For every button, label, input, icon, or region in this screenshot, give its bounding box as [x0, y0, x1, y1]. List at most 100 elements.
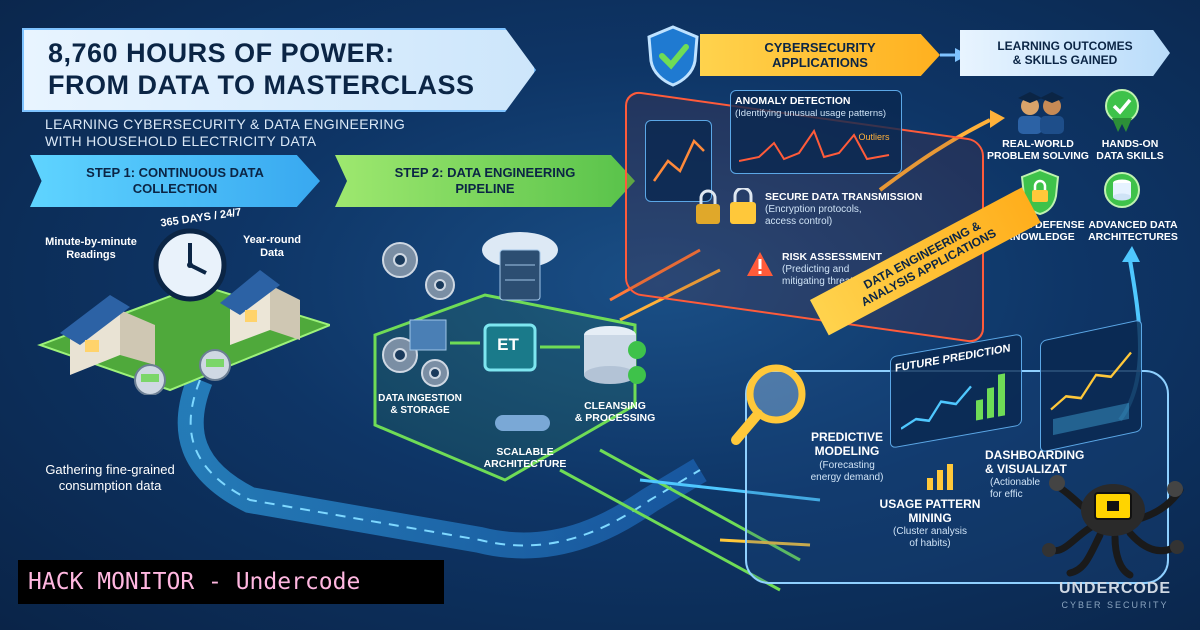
- real-world-label: REAL-WORLD PROBLEM SOLVING: [983, 138, 1093, 162]
- dash-desc-2: for effic: [990, 489, 1023, 500]
- outcomes-banner: LEARNING OUTCOMES& SKILLS GAINED: [960, 30, 1170, 76]
- anomaly-desc: (Identifying unusual usage patterns): [735, 108, 887, 119]
- undercode-tagline: CYBER SECURITY: [1061, 600, 1169, 610]
- hands-on-label: HANDS-ON DATA SKILLS: [1090, 138, 1170, 162]
- outcomes-banner-line-2: & SKILLS GAINED: [1012, 53, 1118, 67]
- usage-title-1: USAGE PATTERN: [879, 497, 981, 511]
- year-line-1: Year-round: [242, 234, 302, 246]
- year-line-2: Data: [260, 247, 284, 259]
- storage-icon: [409, 319, 447, 351]
- pred-desc-1: (Forecasting: [819, 460, 875, 471]
- house-right-icon: [220, 270, 300, 345]
- minute-line-2: Readings: [66, 249, 116, 261]
- outliers-label: Outliers: [858, 132, 890, 142]
- secure-desc: (Encryption protocols, access control): [765, 204, 925, 228]
- graduates-icon: [1018, 92, 1064, 134]
- dashboard-chart-icon: [1050, 351, 1132, 436]
- dash-desc-1: (Actionable: [990, 477, 1041, 488]
- pred-title-1: PREDICTIVE: [810, 430, 883, 444]
- dashboard-screen: [1040, 319, 1142, 453]
- database-icon: [584, 326, 646, 384]
- hands-line-2: DATA SKILLS: [1096, 150, 1164, 162]
- dashboard-title: DASHBOARDING & VISUALIZAT: [985, 448, 1085, 476]
- usage-desc-1: (Cluster analysis: [893, 526, 967, 537]
- dash-title-1: DASHBOARDING: [985, 448, 1085, 462]
- dashboard-desc: (Actionable for effic: [990, 477, 1050, 501]
- real-line-2: PROBLEM SOLVING: [987, 150, 1089, 162]
- future-prediction-card: FUTURE PREDICTION: [890, 333, 1022, 449]
- octopus-mascot-icon: [1042, 475, 1184, 579]
- chip-label: ET: [497, 335, 519, 354]
- title-line-2: FROM DATA TO MASTERCLASS: [48, 70, 475, 100]
- outcomes-banner-line-1: LEARNING OUTCOMES: [997, 39, 1133, 53]
- ingestion-label: DATA INGESTION & STORAGE: [370, 393, 470, 417]
- adv-line-2: ARCHITECTURES: [1088, 231, 1178, 243]
- usage-title-2: MINING: [908, 511, 952, 525]
- scalable-icon: [495, 415, 550, 431]
- minute-readings-label: Minute-by-minute Readings: [36, 236, 146, 262]
- advanced-data-label: ADVANCED DATA ARCHITECTURES: [1078, 219, 1188, 243]
- shield-check-icon: [647, 25, 699, 87]
- minute-line-1: Minute-by-minute: [45, 236, 137, 248]
- risk-title: RISK ASSESSMENT: [782, 251, 882, 263]
- anomaly-chart: [739, 128, 890, 162]
- step2-line-2: PIPELINE: [455, 181, 515, 196]
- title-banner: 8,760 HOURS OF POWER: FROM DATA TO MASTE…: [22, 28, 536, 112]
- trend-chart-icon: [652, 138, 705, 182]
- magnifier-icon: [731, 364, 806, 445]
- anomaly-card: ANOMALY DETECTION (Identifying unusual u…: [730, 90, 902, 174]
- hands-line-1: HANDS-ON: [1101, 138, 1159, 150]
- gathering-label: Gathering fine-grained consumption data: [30, 462, 190, 494]
- risk-desc: (Predicting and mitigating threats): [782, 264, 912, 288]
- gather-line-1: Gathering fine-grained: [45, 462, 175, 477]
- predictive-desc: (Forecasting energy demand): [797, 460, 897, 484]
- ingest-line-2: & STORAGE: [390, 405, 450, 416]
- dash-title-2: & VISUALIZAT: [985, 462, 1067, 476]
- subtitle-line-1: LEARNING CYBERSECURITY & DATA ENGINEERIN…: [45, 116, 406, 132]
- lock-icon: [696, 188, 756, 224]
- year-round-label: Year-round Data: [232, 234, 312, 260]
- cloud-server-icon: [482, 232, 558, 301]
- real-line-1: REAL-WORLD: [1002, 138, 1074, 150]
- chart-card: [645, 120, 712, 202]
- subtitle-line-2: WITH HOUSEHOLD ELECTRICITY DATA: [45, 133, 317, 149]
- bar-chart-icon: [927, 464, 953, 490]
- anomaly-title: ANOMALY DETECTION: [735, 95, 851, 107]
- predictive-title: PREDICTIVE MODELING: [797, 430, 897, 458]
- secure-title: SECURE DATA TRANSMISSION: [765, 191, 923, 203]
- clean-line-2: & PROCESSING: [574, 412, 656, 424]
- step1-line-1: STEP 1: CONTINUOUS DATA: [86, 165, 264, 180]
- scale-line-2: ARCHITECTURE: [483, 458, 567, 470]
- usage-desc-2: of habits): [909, 538, 951, 549]
- collection-scene: [37, 228, 330, 395]
- cyber-banner-line-1: CYBERSECURITY: [764, 40, 876, 55]
- risk-desc-1: (Predicting and: [782, 264, 850, 275]
- scalable-label: SCALABLE ARCHITECTURE: [475, 446, 575, 470]
- gear-icon: [382, 242, 455, 387]
- gather-line-2: consumption data: [58, 478, 162, 493]
- badge-check-icon: [1105, 89, 1139, 132]
- scale-line-1: SCALABLE: [496, 446, 554, 458]
- secure-desc-1: (Encryption protocols,: [765, 204, 862, 215]
- step2-line-1: STEP 2: DATA ENGINEERING: [394, 165, 576, 180]
- undercode-brand: UNDERCODE: [1058, 580, 1172, 597]
- meter-icon: [134, 349, 231, 395]
- cyber-def-line-2: KNOWLEDGE: [1005, 231, 1075, 243]
- step1-line-2: COLLECTION: [132, 181, 218, 196]
- house-left-icon: [60, 295, 155, 375]
- clean-line-1: CLEANSING: [584, 400, 646, 412]
- usage-desc: (Cluster analysis of habits): [875, 526, 985, 550]
- ingest-line-1: DATA INGESTION: [378, 393, 462, 404]
- pipeline-panel: [373, 232, 646, 482]
- cleansing-label: CLEANSING & PROCESSING: [565, 400, 665, 424]
- cyber-banner-line-2: APPLICATIONS: [772, 55, 868, 70]
- database-badge-icon: [1104, 172, 1140, 208]
- clock-icon: [153, 228, 227, 302]
- chip-icon: [483, 323, 537, 372]
- hack-monitor-watermark: HACK MONITOR - Undercode: [18, 560, 444, 604]
- title-line-1: 8,760 HOURS OF POWER:: [48, 38, 395, 68]
